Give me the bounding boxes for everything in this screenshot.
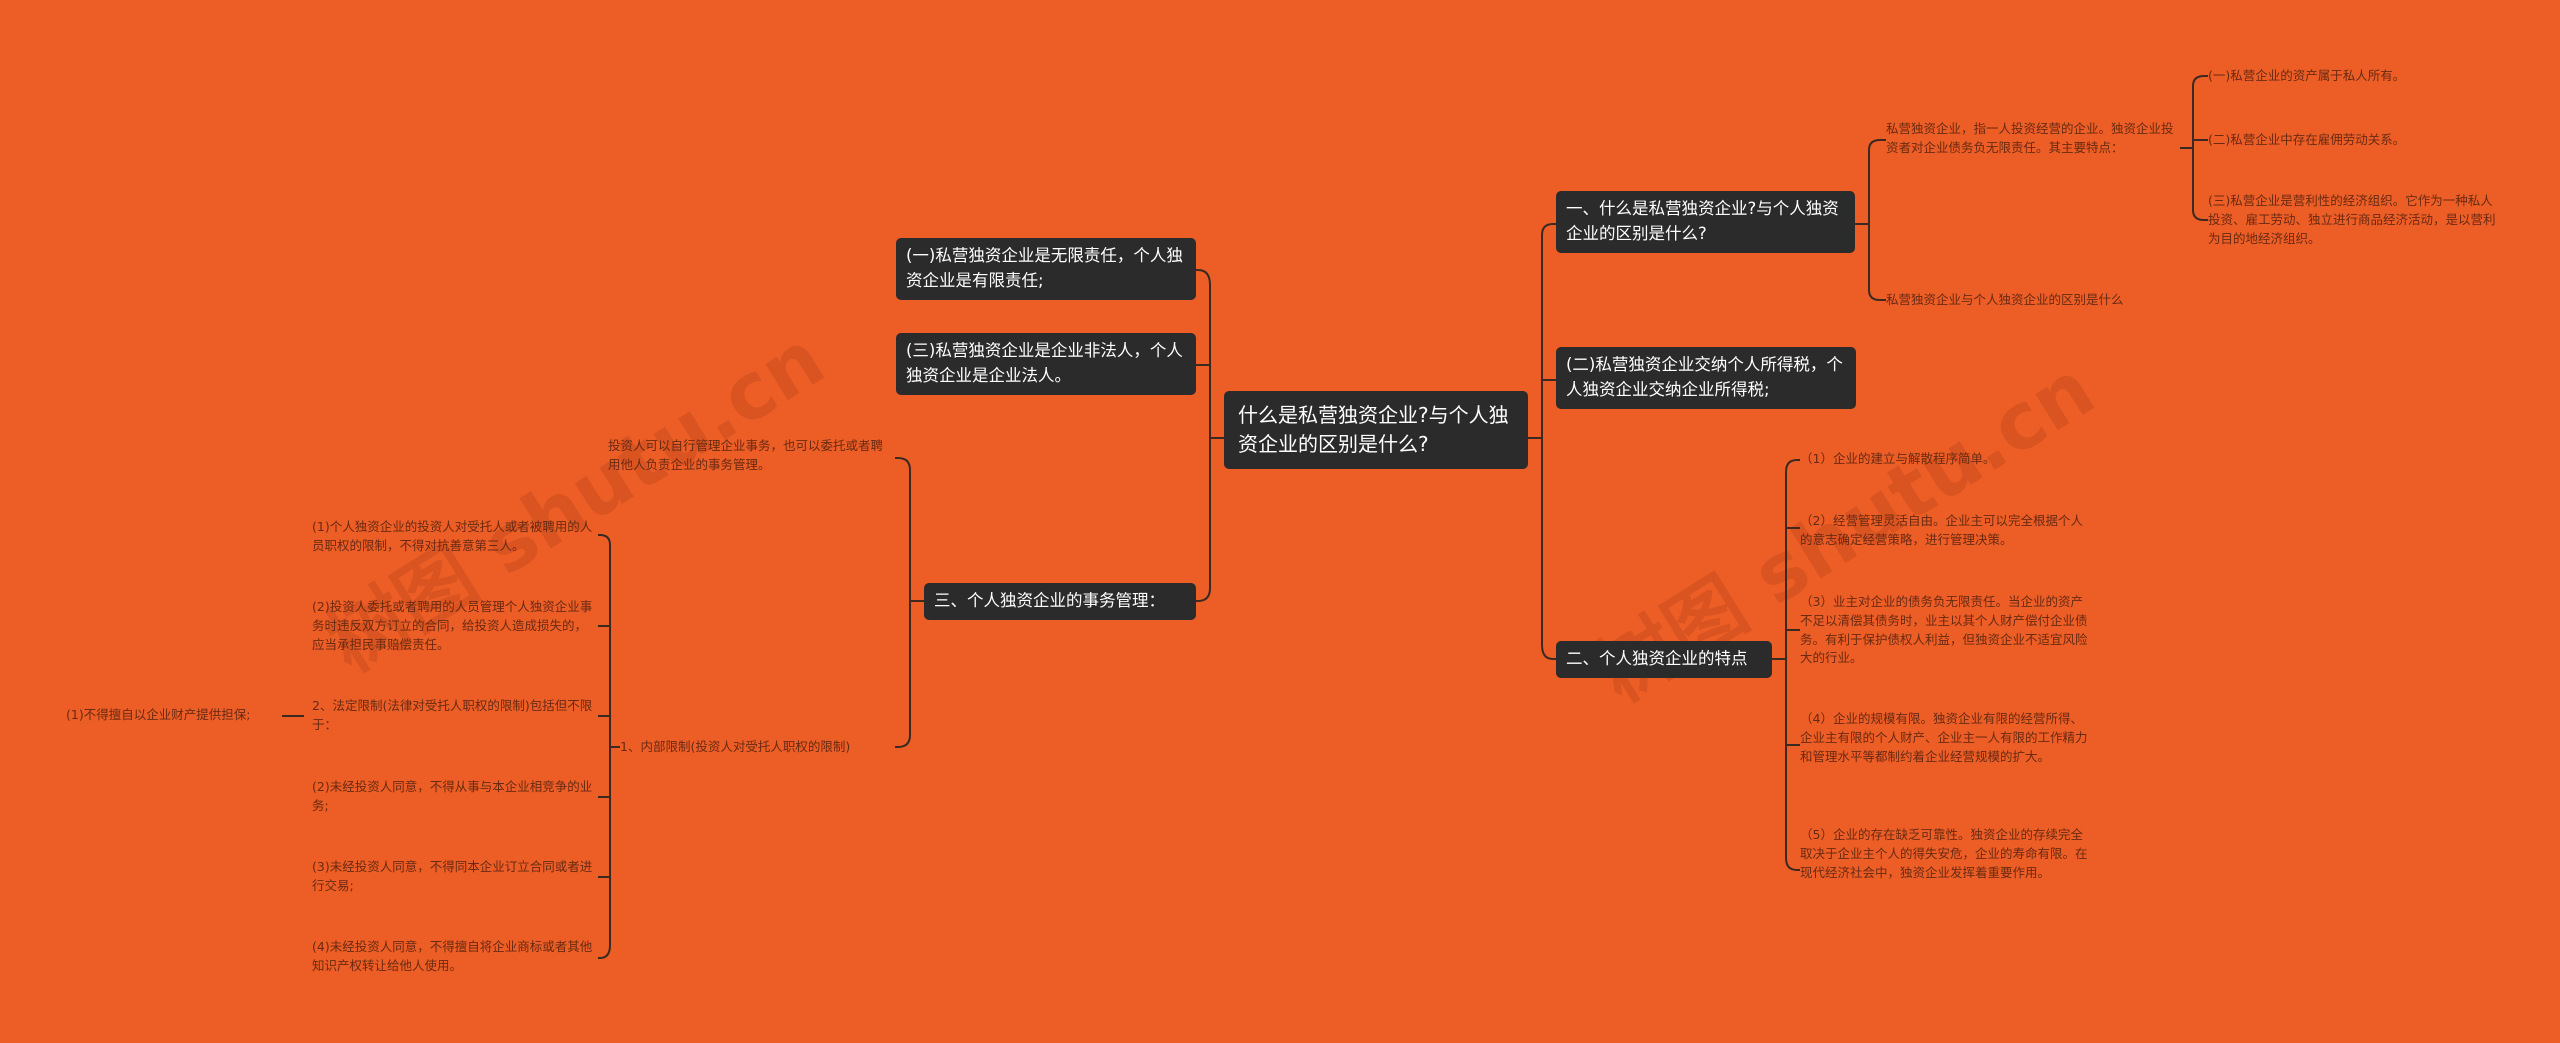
definition-text: 私营独资企业，指一人投资经营的企业。独资企业投资者对企业债务负无限责任。其主要特… (1886, 121, 2174, 155)
private-point-3: (三)私营企业是营利性的经济组织。它作为一种私人投资、雇工劳动、独立进行商品经济… (2208, 193, 2496, 246)
left-branch-liability[interactable]: (一)私营独资企业是无限责任，个人独资企业是有限责任; (896, 238, 1196, 300)
affairs-management-text: 投资人可以自行管理企业事务，也可以委托或者聘用他人负责企业的事务管理。 (608, 438, 884, 472)
feature-5: （5）企业的存在缺乏可靠性。独资企业的存续完全取决于企业主个人的得失安危，企业的… (1800, 827, 2088, 880)
restriction-contract: (3)未经投资人同意，不得同本企业订立合同或者进行交易; (312, 859, 593, 893)
restriction-compete: (2)未经投资人同意，不得从事与本企业相竞争的业务; (312, 779, 593, 813)
private-point-1: (一)私营企业的资产属于私人所有。 (2208, 68, 2406, 83)
internal-restriction-label: 1、内部限制(投资人对受托人职权的限制) (620, 739, 851, 754)
right-branch-definition[interactable]: 一、什么是私营独资企业?与个人独资企业的区别是什么? (1556, 191, 1855, 253)
right-branch-income-tax[interactable]: (二)私营独资企业交纳个人所得税，个人独资企业交纳企业所得税; (1556, 347, 1856, 409)
left-branch-affairs[interactable]: 三、个人独资企业的事务管理： (924, 583, 1196, 620)
feature-3: （3）业主对企业的债务负无限责任。当企业的资产不足以清偿其债务时，业主以其个人财… (1800, 594, 2088, 666)
legal-restriction-label: 2、法定限制(法律对受托人职权的限制)包括但不限于： (312, 698, 593, 732)
right-branch-features[interactable]: 二、个人独资企业的特点 (1556, 641, 1772, 678)
feature-4: （4）企业的规模有限。独资企业有限的经营所得、企业主有限的个人财产、企业主一人有… (1800, 711, 2088, 764)
restriction-2: (2)投资人委托或者聘用的人员管理个人独资企业事务时违反双方订立的合同，给投资人… (312, 599, 593, 652)
left-branch-legal-person[interactable]: (三)私营独资企业是企业非法人，个人独资企业是企业法人。 (896, 333, 1196, 395)
restriction-guarantee: (1)不得擅自以企业财产提供担保; (66, 707, 251, 722)
difference-text: 私营独资企业与个人独资企业的区别是什么 (1886, 292, 2124, 307)
restriction-ip: (4)未经投资人同意，不得擅自将企业商标或者其他知识产权转让给他人使用。 (312, 939, 593, 973)
root-topic[interactable]: 什么是私营独资企业?与个人独资企业的区别是什么? (1224, 391, 1528, 469)
feature-2: （2）经营管理灵活自由。企业主可以完全根据个人的意志确定经营策略，进行管理决策。 (1800, 513, 2083, 547)
restriction-1: (1)个人独资企业的投资人对受托人或者被聘用的人员职权的限制，不得对抗善意第三人… (312, 519, 593, 553)
feature-1: （1）企业的建立与解散程序简单。 (1800, 451, 1996, 466)
private-point-2: (二)私营企业中存在雇佣劳动关系。 (2208, 132, 2406, 147)
